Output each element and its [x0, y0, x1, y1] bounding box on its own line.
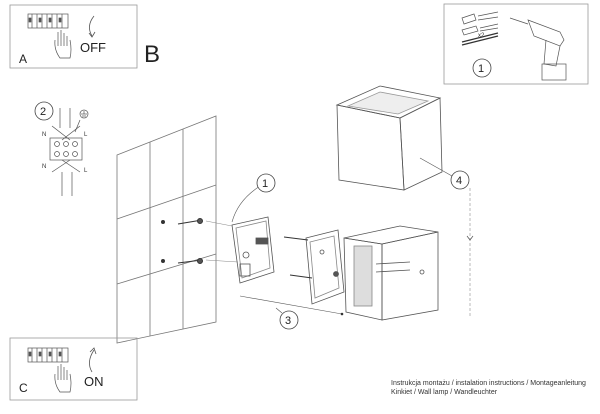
lamp-base-frame	[283, 229, 345, 305]
wire-label-n-bottom: N	[42, 164, 46, 170]
wiring-detail: 2 N L N L	[34, 101, 89, 196]
lamp-body-exploded	[343, 225, 439, 321]
arrow-down-icon	[89, 15, 95, 37]
panel-a: A OFF	[9, 4, 138, 69]
caption-instructions: Instrukcja montażu / instalation instruc…	[391, 380, 586, 387]
hand-icon	[54, 364, 72, 393]
breaker-box-icon	[27, 347, 69, 363]
tools-step-number: 1	[478, 63, 484, 75]
callout-mount-plate: 1	[231, 173, 276, 223]
tools-step-badge	[472, 58, 492, 78]
wiring-step-badge	[34, 101, 54, 121]
wire-label-l-bottom: L	[84, 168, 88, 174]
arrow-up-icon	[89, 349, 95, 373]
screws-icon	[461, 32, 499, 46]
wall-plug-icon	[461, 11, 499, 36]
caption-product: Kinkiet / Wall lamp / Wandleuchter	[391, 389, 498, 396]
panel-a-letter: A	[19, 52, 27, 66]
callout-lamp: 4	[419, 157, 474, 316]
callout-screw-spacing: 3	[239, 295, 344, 330]
callout-lamp-number: 4	[456, 175, 462, 187]
callout-mount-plate-number: 1	[262, 178, 268, 190]
callout-screw-spacing-number: 3	[285, 315, 291, 327]
breaker-box-icon	[27, 13, 69, 29]
terminal-block-icon	[49, 108, 83, 196]
panel-c-letter: C	[19, 381, 28, 395]
tools-panel: x2 1	[443, 3, 589, 85]
mounting-plate	[231, 216, 275, 284]
panel-a-action: OFF	[80, 40, 106, 55]
wire-label-l-top: L	[84, 132, 88, 138]
hand-icon	[54, 30, 72, 59]
panel-b-letter: B	[144, 41, 160, 68]
ground-symbol-icon	[79, 109, 89, 119]
wire-label-n-top: N	[42, 132, 46, 138]
assembled-lamp	[335, 85, 443, 191]
wall-grid	[116, 115, 217, 344]
quantity-multiplier: x2	[478, 33, 485, 39]
wiring-step-number: 2	[40, 106, 46, 118]
wall-screws	[161, 218, 203, 264]
drill-icon	[509, 17, 567, 81]
panel-c-action: ON	[84, 374, 104, 389]
panel-c: C ON	[9, 337, 138, 401]
